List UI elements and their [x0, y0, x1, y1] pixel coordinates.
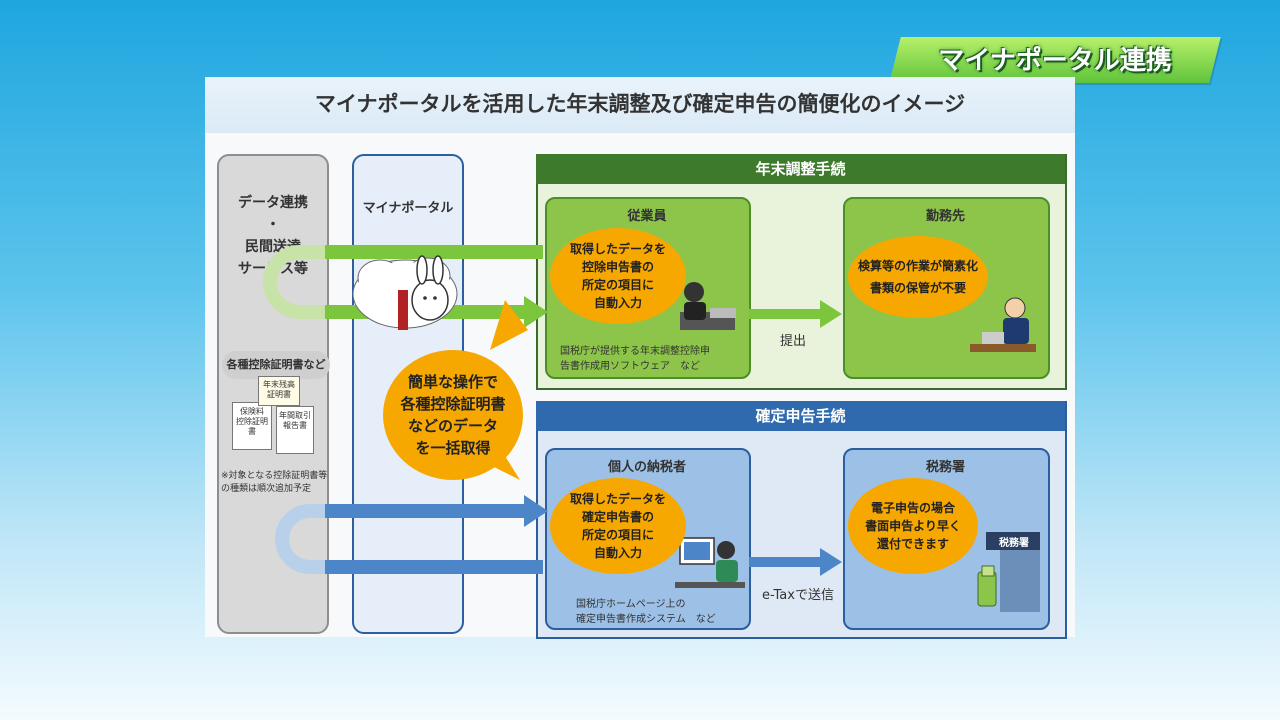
diagram-title: マイナポータルを活用した年末調整及び確定申告の簡便化のイメージ: [314, 92, 966, 116]
mascot-illustration: [352, 255, 458, 330]
submit-label: 提出: [780, 334, 807, 349]
green-flow-loop: [263, 245, 327, 319]
tax-return-header: 確定申告手続: [536, 401, 1065, 431]
green-arrow-top: [325, 245, 543, 259]
employee-label: 従業員: [627, 209, 667, 224]
diagram-header: [205, 77, 1075, 133]
mynaportal-label: マイナポータル: [362, 201, 454, 216]
tax-office-sign: 税務署: [999, 538, 1029, 549]
insurance-certificate-doc: 保険料 控除証明書: [232, 402, 272, 450]
blue-arrow-bottom: [325, 560, 543, 574]
employee-figure: [680, 282, 736, 330]
green-arrow-bottom-head: [524, 296, 548, 328]
banner-title: マイナポータル連携: [938, 46, 1172, 76]
etax-label: e-Taxで送信: [762, 588, 834, 603]
certificates-footnote: ※対象となる控除証明書等 の種類は順次追加予定: [221, 471, 328, 494]
tax-office-bubble: 電子申告の場合 書面申告より早く 還付できます: [848, 478, 978, 574]
etax-arrow-shaft: [749, 557, 821, 567]
center-bubble: 簡単な操作で 各種控除証明書 などのデータ を一括取得: [383, 350, 523, 480]
certificates-cloud: 各種控除証明書など: [222, 351, 330, 379]
tax-office-building: [977, 532, 1040, 612]
employee-bubble: 取得したデータを 控除申告書の 所定の項目に 自動入力: [550, 228, 686, 324]
annual-report-doc: 年間取引 報告書: [276, 406, 314, 454]
blue-arrow-top-head: [524, 495, 548, 527]
employer-figure: [970, 297, 1036, 352]
submit-arrow-head: [820, 300, 842, 328]
balance-certificate-doc: 年末残高 証明書: [258, 376, 300, 406]
taxpayer-note: 国税庁ホームページ上の 確定申告書作成システム など: [576, 599, 716, 625]
taxpayer-bubble: 取得したデータを 確定申告書の 所定の項目に 自動入力: [550, 478, 686, 574]
employee-note: 国税庁が提供する年末調整控除申 告書作成用ソフトウェア など: [560, 346, 710, 372]
etax-arrow-head: [820, 548, 842, 576]
employer-label: 勤務先: [925, 209, 965, 224]
submit-arrow-shaft: [749, 309, 821, 319]
center-bubble-tail: [490, 300, 528, 350]
tax-office-label: 税務署: [925, 460, 965, 475]
blue-flow-loop: [275, 504, 327, 574]
employer-bubble: 検算等の作業が簡素化 書類の保管が不要: [848, 236, 988, 318]
taxpayer-figure: [675, 537, 745, 588]
year-end-header: 年末調整手続: [536, 154, 1065, 184]
blue-arrow-top-shaft: [325, 504, 525, 518]
taxpayer-label: 個人の納税者: [607, 460, 686, 475]
